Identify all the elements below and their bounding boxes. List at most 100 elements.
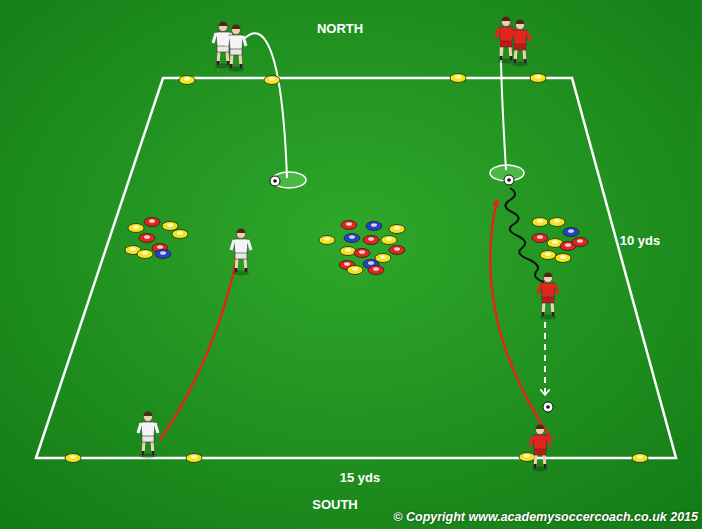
cone-top: [177, 231, 183, 235]
cone: [389, 246, 405, 255]
player-legs: [543, 302, 553, 316]
cone-top: [144, 235, 150, 239]
cone-top: [157, 245, 163, 249]
cone-top: [346, 222, 352, 226]
cone-top: [142, 251, 148, 255]
player-boots: [218, 61, 228, 65]
cone: [540, 251, 556, 260]
cone: [632, 454, 648, 463]
cone-top: [386, 237, 392, 241]
player-figure: [530, 425, 550, 472]
cone: [368, 266, 384, 275]
player-arms: [530, 436, 550, 446]
player-legs: [218, 51, 228, 65]
cone-top: [368, 261, 374, 265]
cone: [549, 218, 565, 227]
player-figure: [496, 17, 516, 64]
cone: [572, 238, 588, 247]
cone-top: [373, 267, 379, 271]
cone-base: [354, 249, 370, 258]
cone: [128, 224, 144, 233]
cone-top: [577, 239, 583, 243]
player-boots: [143, 451, 153, 455]
cone-base: [519, 453, 535, 462]
cone: [363, 236, 379, 245]
cone-base: [65, 454, 81, 463]
cone-base: [450, 74, 466, 83]
player-arms: [231, 240, 251, 250]
player-figure: [538, 273, 558, 320]
ball-body: [270, 176, 280, 186]
player-hair: [237, 229, 246, 234]
player-legs: [501, 46, 511, 60]
run-line: [245, 33, 287, 178]
cone: [389, 225, 405, 234]
cone-base: [144, 218, 160, 227]
cone: [519, 453, 535, 462]
cone-top: [269, 77, 275, 81]
player-figure: [231, 229, 251, 276]
cone-base: [366, 222, 382, 231]
cone-base: [264, 76, 280, 85]
player-shirt: [234, 239, 248, 253]
cone-base: [179, 76, 195, 85]
cone-base: [389, 246, 405, 255]
cone: [340, 247, 356, 256]
cone: [563, 228, 579, 237]
cone-base: [363, 236, 379, 245]
cone-base: [549, 218, 565, 227]
cone-base: [375, 254, 391, 263]
cone: [354, 249, 370, 258]
ball-patch: [546, 405, 550, 409]
cone-top: [149, 219, 155, 223]
player-arms: [510, 31, 530, 41]
player-head: [544, 274, 553, 283]
cone: [319, 236, 335, 245]
cone: [532, 234, 548, 243]
cone-top: [637, 455, 643, 459]
player-shirt: [229, 35, 243, 49]
player-hair: [219, 22, 228, 27]
cone: [144, 218, 160, 227]
cone: [65, 454, 81, 463]
cone-base: [155, 250, 171, 259]
pass-arrow: [544, 322, 546, 394]
player-boots: [501, 56, 511, 60]
run-arrow: [490, 200, 552, 440]
player-shirt: [513, 30, 527, 44]
cone-top: [70, 455, 76, 459]
dimension-label: 15 yds: [340, 470, 380, 485]
player-legs: [236, 258, 246, 272]
cone: [264, 76, 280, 85]
cone-base: [347, 266, 363, 275]
cone: [186, 454, 202, 463]
player-legs: [515, 49, 525, 63]
cone-top: [565, 243, 571, 247]
compass-label: NORTH: [317, 21, 363, 36]
cone-base: [162, 222, 178, 231]
player-boots: [543, 312, 553, 316]
cone-base: [186, 454, 202, 463]
cone-top: [537, 219, 543, 223]
cone: [155, 250, 171, 259]
cone-top: [167, 223, 173, 227]
player-shirt: [541, 283, 555, 297]
player-shirt: [141, 422, 155, 436]
cone-top: [524, 454, 530, 458]
cone-base: [368, 266, 384, 275]
player-legs: [535, 454, 545, 468]
cone-top: [133, 225, 139, 229]
field-outline: [36, 78, 676, 458]
cone-base: [319, 236, 335, 245]
ball-patch: [273, 179, 277, 183]
cone: [530, 74, 546, 83]
player-head: [237, 230, 246, 239]
cone-base: [340, 247, 356, 256]
player-hair: [502, 17, 511, 22]
cone: [366, 222, 382, 231]
cone-base: [563, 228, 579, 237]
cone: [344, 234, 360, 243]
cone-base: [532, 218, 548, 227]
player-head: [536, 426, 545, 435]
player-head: [502, 18, 511, 27]
